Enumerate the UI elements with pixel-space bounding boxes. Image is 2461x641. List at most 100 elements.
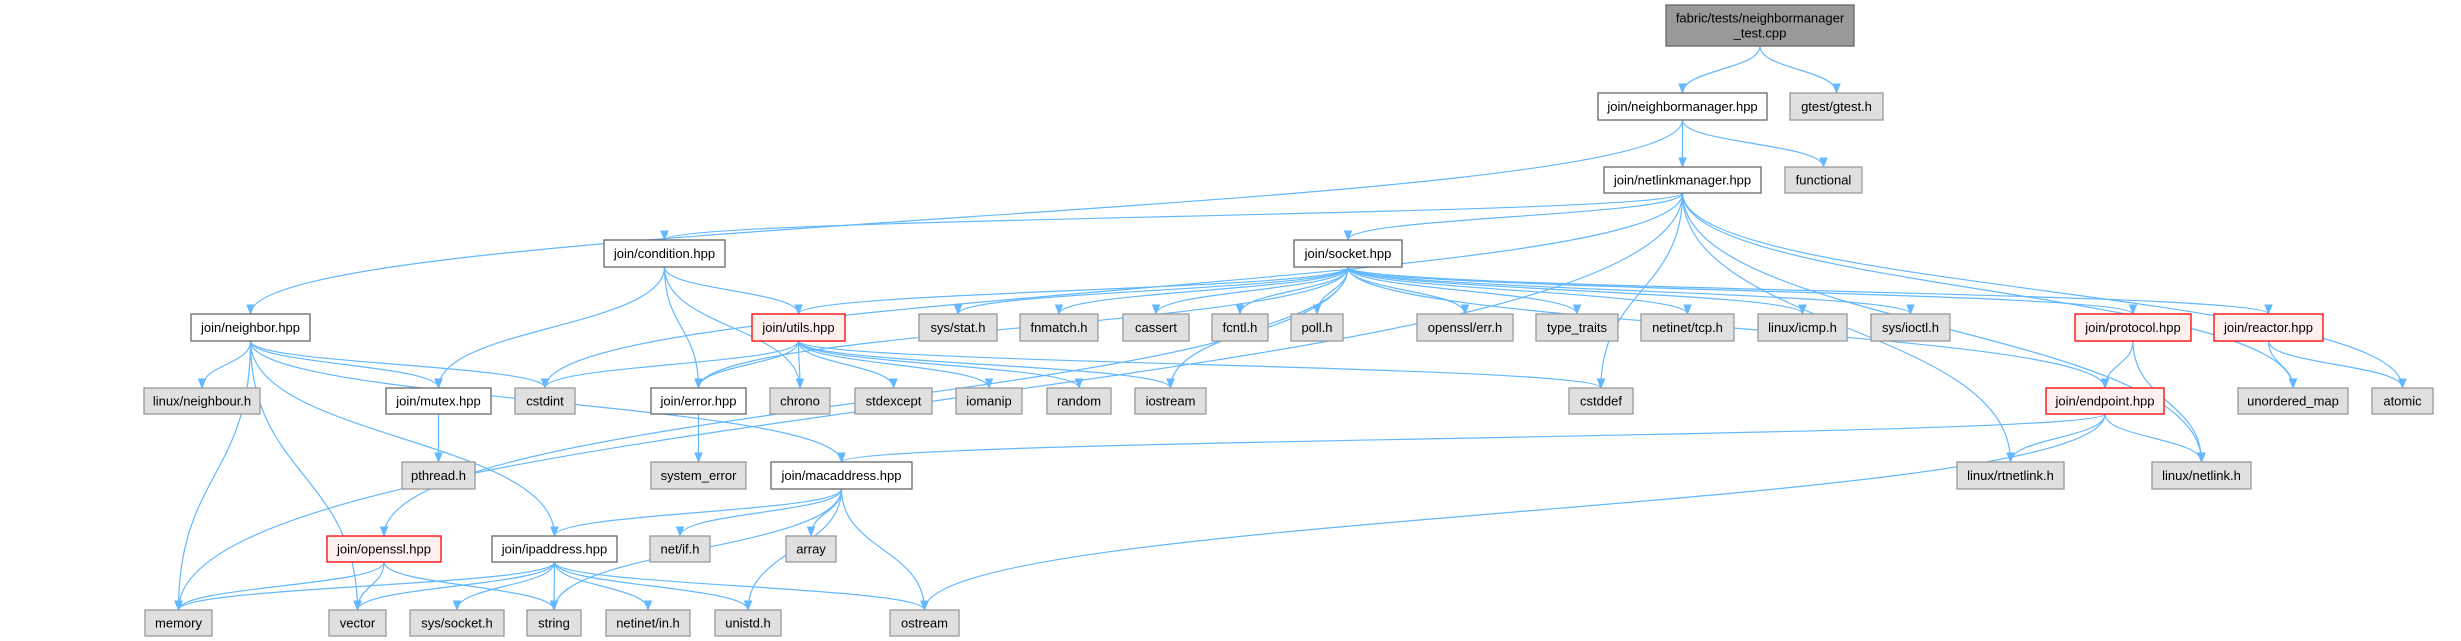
node-box: [2371, 387, 2434, 415]
node-netif[interactable]: net/if.h: [649, 535, 711, 563]
edge-socket-to-tcp: [1347, 266, 1692, 316]
node-fcntl[interactable]: fcntl.h: [1211, 313, 1269, 342]
node-neighbour[interactable]: linux/neighbour.h: [143, 387, 261, 415]
node-ostream[interactable]: ostream: [889, 609, 960, 637]
node-neighbormanager[interactable]: join/neighbormanager.hpp: [1597, 92, 1768, 121]
node-box: [1870, 313, 1951, 342]
node-error[interactable]: join/error.hpp: [650, 387, 747, 415]
node-mutex[interactable]: join/mutex.hpp: [385, 387, 492, 415]
node-memory[interactable]: memory: [144, 609, 213, 637]
node-box: [889, 609, 960, 637]
node-opensslerr[interactable]: openssl/err.h: [1416, 313, 1514, 342]
node-gtest[interactable]: gtest/gtest.h: [1789, 92, 1884, 121]
node-netlink[interactable]: linux/netlink.h: [2151, 461, 2252, 490]
node-netinetin[interactable]: netinet/in.h: [605, 609, 691, 637]
node-cstdint[interactable]: cstdint: [514, 387, 576, 415]
node-box: [2045, 387, 2165, 415]
node-label: fnmatch.h: [1030, 320, 1087, 335]
node-label: array: [796, 542, 826, 557]
node-iomanip[interactable]: iomanip: [955, 387, 1023, 415]
node-label: unordered_map: [2247, 394, 2339, 409]
node-label: sys/ioctl.h: [1882, 320, 1939, 335]
node-box: [955, 387, 1023, 415]
node-rtnetlink[interactable]: linux/rtnetlink.h: [1956, 461, 2065, 490]
edge-macaddress-to-array: [806, 488, 843, 538]
edges-layer: [174, 45, 2407, 612]
node-label: linux/rtnetlink.h: [1967, 468, 2054, 483]
node-protocol[interactable]: join/protocol.hpp: [2074, 313, 2192, 342]
node-icmp[interactable]: linux/icmp.h: [1757, 313, 1848, 342]
node-label: join/ipaddress.hpp: [501, 542, 608, 557]
node-box: [1640, 313, 1735, 342]
node-unistd[interactable]: unistd.h: [714, 609, 782, 637]
edge-socket-to-fnmatch: [1054, 266, 1349, 316]
edge-neighbor-to-mutex: [249, 340, 443, 390]
node-label: netinet/tcp.h: [1652, 320, 1723, 335]
node-ioctl[interactable]: sys/ioctl.h: [1870, 313, 1951, 342]
node-macaddress[interactable]: join/macaddress.hpp: [770, 461, 913, 490]
node-label: join/error.hpp: [660, 394, 737, 409]
node-cassert[interactable]: cassert: [1122, 313, 1190, 342]
node-netlinkmanager[interactable]: join/netlinkmanager.hpp: [1603, 166, 1762, 194]
node-neighbor[interactable]: join/neighbor.hpp: [190, 313, 311, 342]
node-fnmatch[interactable]: fnmatch.h: [1019, 313, 1099, 342]
node-label: join/utils.hpp: [761, 320, 834, 335]
edge-socket-to-protocol: [1347, 266, 2137, 316]
node-box: [1789, 92, 1884, 121]
edge-neighbor-to-neighbour: [197, 340, 252, 390]
node-endpoint[interactable]: join/endpoint.hpp: [2045, 387, 2165, 415]
node-box: [1535, 313, 1619, 342]
node-openssl[interactable]: join/openssl.hpp: [326, 535, 442, 563]
node-sysstat[interactable]: sys/stat.h: [918, 313, 998, 342]
edge-netlinkmanager-to-condition: [660, 192, 1684, 242]
node-chrono[interactable]: chrono: [769, 387, 831, 415]
edge-socket-to-reactor: [1347, 266, 2273, 316]
node-stdexcept[interactable]: stdexcept: [854, 387, 933, 415]
node-string[interactable]: string: [526, 609, 582, 637]
node-reactor[interactable]: join/reactor.hpp: [2213, 313, 2324, 342]
edge-socket-to-icmp: [1347, 266, 1807, 316]
edge-ipaddress-to-string: [549, 561, 559, 612]
node-socket[interactable]: join/socket.hpp: [1293, 239, 1403, 268]
edge-neighbormanager-to-neighbor: [246, 119, 1684, 316]
edge-neighbor-to-vector: [249, 340, 362, 612]
node-cstddef[interactable]: cstddef: [1568, 387, 1634, 415]
node-box: [1603, 166, 1762, 194]
node-array[interactable]: array: [785, 535, 837, 563]
node-box: [649, 535, 711, 563]
node-label: netinet/in.h: [616, 616, 680, 631]
edge-ipaddress-to-netinetin: [553, 561, 653, 612]
node-box: [385, 387, 492, 415]
edge-reactor-to-unorderedmap: [2267, 340, 2298, 390]
edge-socket-to-ioctl: [1347, 266, 1915, 316]
node-ipaddress[interactable]: join/ipaddress.hpp: [491, 535, 618, 563]
node-unorderedmap[interactable]: unordered_map: [2237, 387, 2349, 415]
edge-ipaddress-to-vector: [353, 561, 556, 612]
node-root[interactable]: fabric/tests/neighbormanager_test.cpp: [1665, 4, 1855, 47]
node-iostream[interactable]: iostream: [1134, 387, 1207, 415]
node-label: _test.cpp: [1733, 26, 1787, 41]
node-tcp[interactable]: netinet/tcp.h: [1640, 313, 1735, 342]
node-label: fcntl.h: [1223, 320, 1258, 335]
node-box: [769, 387, 831, 415]
node-systemerror[interactable]: system_error: [650, 461, 747, 490]
node-box: [650, 461, 747, 490]
node-atomic[interactable]: atomic: [2371, 387, 2434, 415]
node-box: [144, 609, 213, 637]
node-label: sys/stat.h: [931, 320, 986, 335]
node-functional[interactable]: functional: [1784, 166, 1863, 194]
node-box: [526, 609, 582, 637]
node-label: cstdint: [526, 394, 564, 409]
node-utils[interactable]: join/utils.hpp: [751, 313, 846, 342]
node-random[interactable]: random: [1046, 387, 1112, 415]
node-pthread[interactable]: pthread.h: [401, 461, 476, 490]
node-syssocket[interactable]: sys/socket.h: [409, 609, 505, 637]
node-vector[interactable]: vector: [328, 609, 387, 637]
node-box: [328, 609, 387, 637]
edge-endpoint-to-rtnetlink: [2006, 413, 2106, 464]
edge-macaddress-to-ipaddress: [550, 488, 843, 538]
node-typetraits[interactable]: type_traits: [1535, 313, 1619, 342]
node-label: join/endpoint.hpp: [2054, 394, 2154, 409]
node-condition[interactable]: join/condition.hpp: [603, 239, 726, 268]
node-poll[interactable]: poll.h: [1290, 313, 1344, 342]
